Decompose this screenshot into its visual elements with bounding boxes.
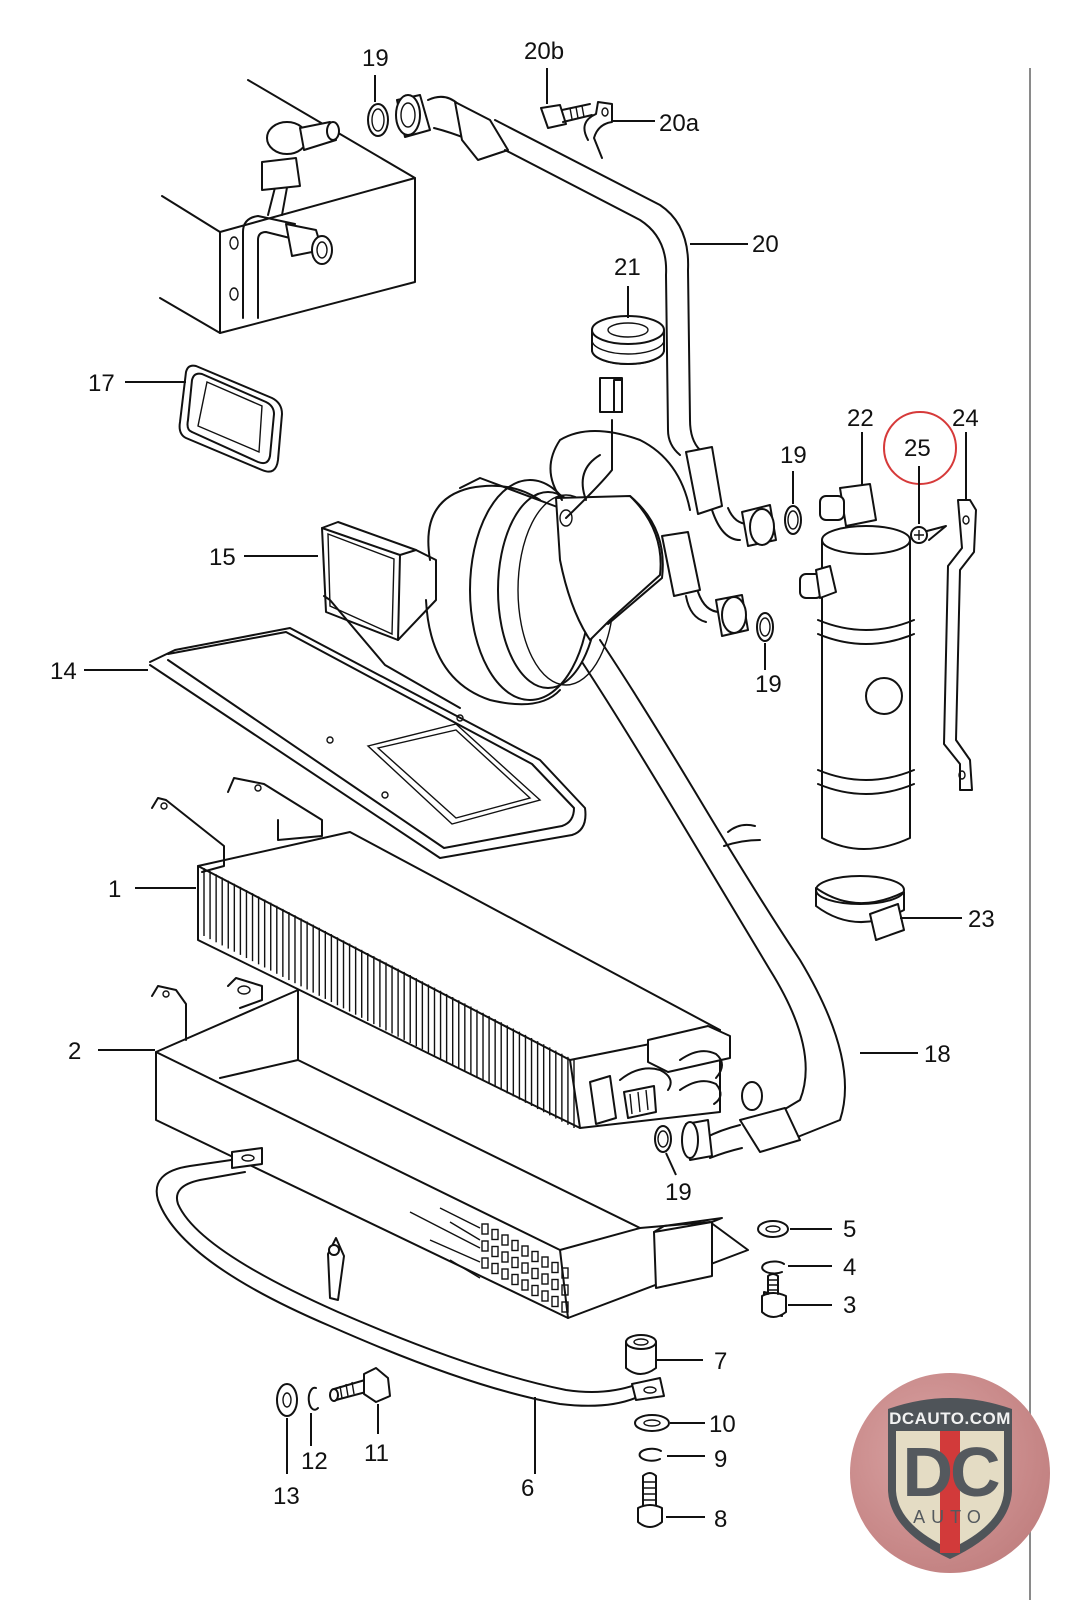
watermark-monogram: DC	[902, 1433, 1000, 1511]
washer-10-part	[634, 1414, 670, 1432]
watermark-subtitle: AUTO	[913, 1507, 987, 1527]
callout-19-mid: 19	[780, 442, 807, 469]
callout-21: 21	[614, 254, 641, 281]
hose-clamp-23-part	[815, 875, 905, 941]
vent-slot	[541, 1273, 549, 1285]
callout-7: 7	[714, 1348, 727, 1375]
dcauto-watermark-logo: DCAUTO.COM DC AUTO	[850, 1373, 1050, 1573]
callout-19-top: 19	[362, 45, 389, 72]
washer-5-part	[757, 1220, 789, 1238]
vent-slot	[531, 1284, 539, 1297]
callout-22: 22	[847, 405, 874, 432]
callout-labels: 19 20b 20a 20 21 17 22 25 24 19 15 19 14…	[50, 38, 995, 1533]
callout-19-bottom: 19	[665, 1179, 692, 1206]
callout-18: 18	[924, 1041, 951, 1068]
vent-slot	[511, 1256, 519, 1269]
washer-13-part	[276, 1383, 298, 1417]
vent-slot	[561, 1267, 569, 1279]
strap-6-part	[155, 1147, 665, 1407]
screw-25-part	[910, 525, 947, 544]
callout-17: 17	[88, 370, 115, 397]
callout-13: 13	[273, 1483, 300, 1510]
watermark-site-text: DCAUTO.COM	[889, 1409, 1011, 1428]
vent-slot	[511, 1273, 519, 1286]
callout-5: 5	[843, 1216, 856, 1243]
vent-slot	[491, 1245, 499, 1258]
housing-box-part	[159, 79, 416, 334]
vent-slot	[481, 1257, 489, 1269]
callout-23: 23	[968, 906, 995, 933]
lock-washer-9-part	[638, 1447, 662, 1462]
vent-slot	[501, 1251, 509, 1263]
callout-10: 10	[709, 1411, 736, 1438]
vent-slot	[551, 1278, 559, 1291]
callout-8: 8	[714, 1506, 727, 1533]
vent-slot	[491, 1262, 499, 1275]
tray-vent-slots	[481, 1223, 569, 1313]
receiver-drier-22-part	[799, 483, 915, 850]
gasket-17-part	[178, 364, 283, 473]
cover-14-part	[149, 627, 587, 859]
callout-2: 2	[68, 1038, 81, 1065]
vent-slot	[481, 1223, 489, 1235]
leader-lines	[84, 68, 967, 1518]
callout-15: 15	[209, 544, 236, 571]
tray-2-part	[151, 977, 749, 1319]
vent-slot	[521, 1279, 529, 1291]
seal-ring-19-right	[756, 612, 774, 642]
callout-9: 9	[714, 1446, 727, 1473]
vent-slot	[561, 1301, 569, 1313]
evaporator-core-1-part	[151, 777, 763, 1129]
bolt-3-part	[761, 1273, 787, 1318]
evaporator-fins	[203, 868, 575, 1128]
vent-slot	[511, 1239, 519, 1252]
lock-washer-4-part	[761, 1260, 785, 1275]
bolt-11-part	[329, 1367, 391, 1403]
callout-3: 3	[843, 1292, 856, 1319]
vent-slot	[551, 1295, 559, 1308]
callout-11: 11	[364, 1440, 389, 1467]
clamp-20a-part	[583, 101, 613, 159]
lock-washer-12-part	[307, 1386, 319, 1411]
vent-slot	[501, 1234, 509, 1246]
callout-4: 4	[843, 1254, 856, 1281]
seal-ring-19-mid	[784, 505, 802, 535]
callout-24: 24	[952, 405, 979, 432]
vent-slot	[561, 1284, 569, 1296]
vent-slot	[491, 1228, 499, 1241]
bolt-20b-part	[540, 103, 593, 129]
callout-19-right: 19	[755, 671, 782, 698]
hose-20-part	[395, 94, 777, 547]
callout-12: 12	[301, 1448, 328, 1475]
grommet-21-part	[591, 315, 665, 365]
vent-slot	[541, 1256, 549, 1268]
callout-20a: 20a	[659, 110, 700, 137]
callout-14: 14	[50, 658, 77, 685]
vent-slot	[551, 1261, 559, 1274]
callout-20: 20	[752, 231, 779, 258]
callout-1: 1	[108, 876, 121, 903]
seal-ring-19-top	[367, 103, 389, 137]
bolt-8-part	[637, 1472, 663, 1528]
vent-slot	[521, 1245, 529, 1257]
vent-slot	[481, 1240, 489, 1252]
callout-25: 25	[904, 435, 931, 462]
vent-slot	[541, 1290, 549, 1302]
strap-bracket-24-part	[943, 499, 977, 791]
hose-18-part	[581, 531, 846, 1161]
vent-slot	[521, 1262, 529, 1274]
vent-slot	[531, 1250, 539, 1263]
spacer-7-part	[625, 1334, 657, 1375]
callout-6: 6	[521, 1475, 534, 1502]
shield-icon	[888, 1398, 1012, 1559]
vent-slot	[501, 1268, 509, 1280]
blower-motor-15-part	[321, 377, 691, 709]
seal-ring-19-bottom	[654, 1125, 672, 1153]
callout-20b: 20b	[524, 38, 564, 65]
vent-slot	[531, 1267, 539, 1280]
